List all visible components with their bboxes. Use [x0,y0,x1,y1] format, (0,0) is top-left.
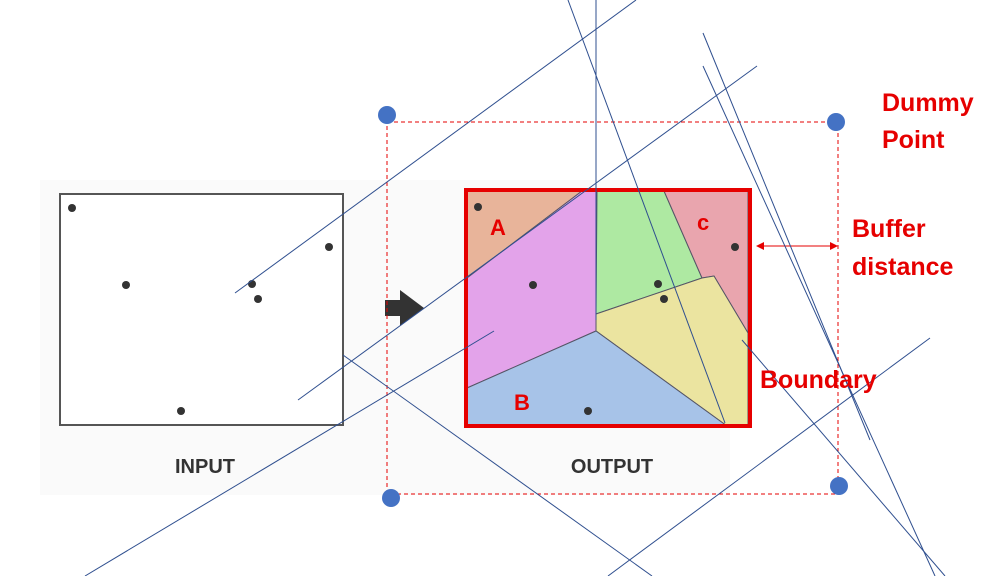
buffer-distance-label-line1: Buffer [852,215,926,243]
output-point [654,280,662,288]
boundary-label: Boundary [760,366,877,394]
dummy-point [827,113,845,131]
input-point [68,204,76,212]
buffer-distance-label-line2: distance [852,253,954,281]
input-box [59,193,344,426]
buffer-rectangle [386,121,839,495]
region-b-label: B [514,390,530,415]
dummy-point [378,106,396,124]
region-a-label: A [490,215,506,240]
dummy-point-label-line1: Dummy [882,89,974,117]
output-label: OUTPUT [571,456,653,478]
construction-lines [84,0,946,576]
input-point [122,281,130,289]
input-point [254,295,262,303]
output-point [529,281,537,289]
input-label: INPUT [175,456,235,478]
output-point [584,407,592,415]
region-c-label: c [697,210,709,235]
buffer-distance-arrow [756,242,838,250]
input-panel [59,193,344,426]
output-point [731,243,739,251]
input-point [177,407,185,415]
input-point [248,280,256,288]
input-point [325,243,333,251]
dummy-point [830,477,848,495]
output-point [660,295,668,303]
arrow-icon [385,290,424,326]
output-point [474,203,482,211]
dummy-point-label-line2: Point [882,126,945,154]
boundary-rectangle [464,188,752,428]
dummy-point [382,489,400,507]
